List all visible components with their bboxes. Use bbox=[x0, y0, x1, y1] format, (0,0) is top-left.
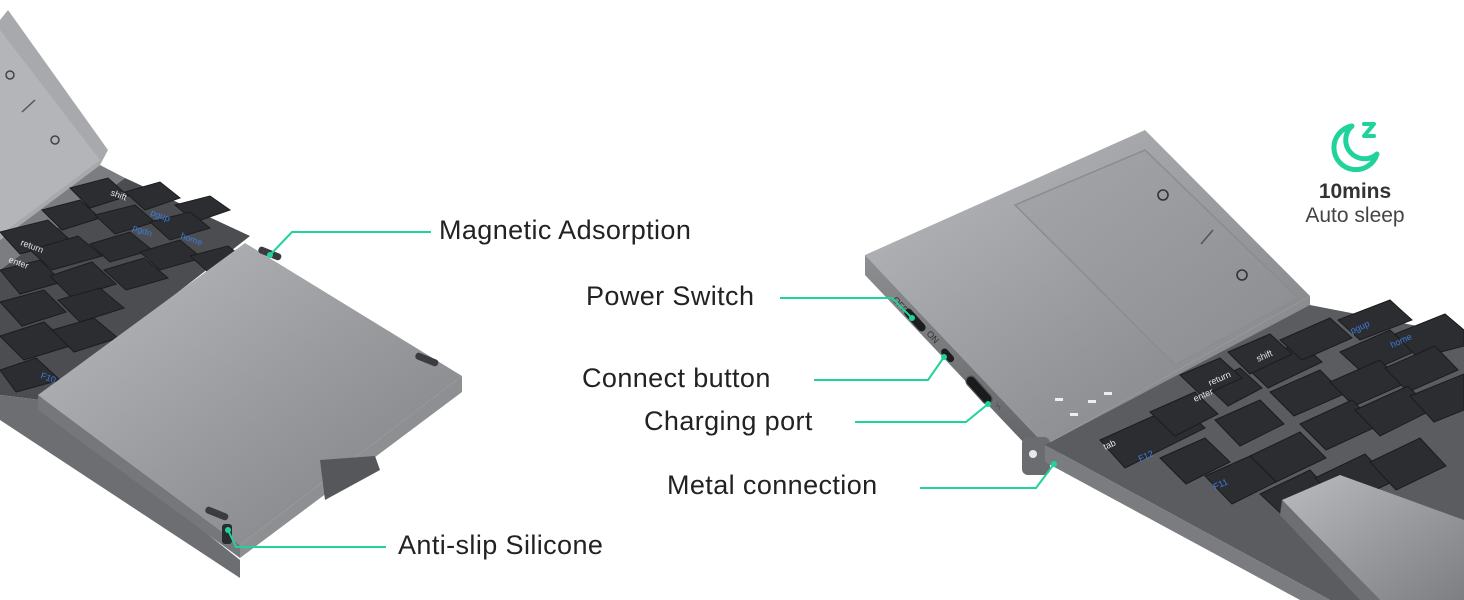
callout-charging-port: Charging port bbox=[644, 406, 813, 436]
callout-dots bbox=[225, 252, 1057, 533]
sleep-description: Auto sleep bbox=[1305, 204, 1405, 227]
left-keyboard-folded: shift return enter pgup pgdn home F10 bbox=[0, 10, 462, 578]
callout-metal-connection: Metal connection bbox=[667, 470, 878, 500]
moon-sleep-icon bbox=[1331, 122, 1380, 173]
callout-anti-slip-silicone: Anti-slip Silicone bbox=[398, 530, 604, 560]
svg-text:ϟ: ϟ bbox=[995, 402, 1002, 413]
svg-text:F10: F10 bbox=[39, 370, 57, 385]
sleep-time: 10mins bbox=[1318, 180, 1392, 203]
svg-text:tab: tab bbox=[1102, 438, 1118, 452]
callout-leader-lines bbox=[227, 231, 1055, 548]
auto-sleep-badge: 10mins Auto sleep bbox=[1290, 118, 1420, 228]
callout-magnetic-adsorption: Magnetic Adsorption bbox=[439, 215, 692, 245]
metal-connection-pin bbox=[1029, 450, 1037, 458]
connect-button bbox=[941, 348, 955, 363]
right-keyboard-open: OFF ON ϟ bbox=[865, 130, 1464, 600]
callout-power-switch: Power Switch bbox=[586, 281, 755, 311]
callout-connect-button: Connect button bbox=[582, 363, 771, 393]
